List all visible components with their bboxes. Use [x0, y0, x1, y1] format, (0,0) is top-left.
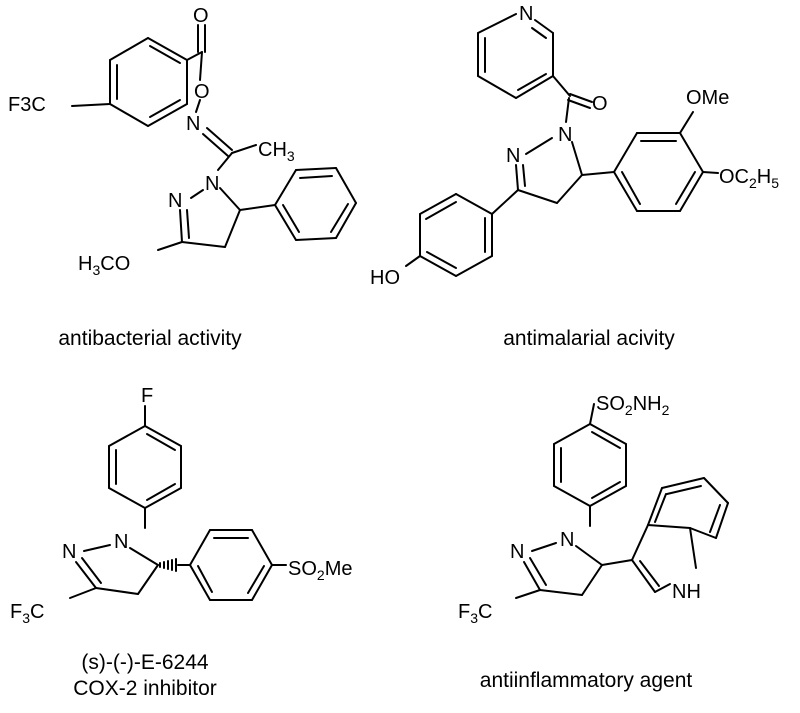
caption-antibacterial: antibacterial activity	[58, 327, 242, 350]
pyrazoline-n2-label: N	[62, 541, 76, 563]
ch3-label: CH3	[258, 139, 295, 164]
caption-antimalarial: antimalarial acivity	[503, 327, 675, 350]
methylsulfonyl-label: SO2Me	[288, 558, 353, 583]
molecule-antibacterial: F3C O O N CH3 N N H3CO	[8, 5, 357, 278]
molecule-e6244: F N N F3C	[10, 385, 353, 626]
cf3-label: F3C	[10, 601, 44, 626]
carbonyl-oxygen-label: O	[592, 93, 608, 115]
hashed-wedge-bond	[159, 558, 177, 572]
caption-e6244-name: (s)-(-)-E-6244	[81, 651, 209, 674]
caption-e6244-class: COX-2 inhibitor	[73, 677, 217, 700]
cf3-label: F3C	[8, 94, 46, 116]
oxime-nitrogen-label: N	[186, 113, 200, 135]
phenyl-ring	[274, 167, 357, 241]
caption-antiinflammatory: antiinflammatory agent	[479, 669, 693, 692]
carbonyl-oxygen-label: O	[193, 5, 209, 27]
benzene-ring	[109, 37, 188, 127]
phenol-ring	[419, 193, 493, 277]
molecule-antiinflammatory: SO2NH2 N N F3C	[458, 393, 729, 626]
ethoxy-label: OC2H5	[719, 166, 779, 191]
pyrazoline-n1-label: N	[114, 531, 128, 553]
benzene-ring	[189, 529, 273, 601]
sulfonamide-label: SO2NH2	[596, 393, 670, 418]
pyrazoline-n1-label: N	[560, 529, 574, 551]
methoxy-label: OMe	[686, 87, 729, 109]
pyrazoline-n1-label: N	[205, 173, 219, 195]
pyrazoline-n2-label: N	[506, 145, 520, 167]
pyridine-nitrogen-label: N	[519, 3, 533, 25]
benzene-ring	[613, 132, 704, 212]
methoxy-label: H3CO	[78, 253, 130, 278]
pyridine-ring	[477, 13, 554, 99]
fluorophenyl-ring	[108, 425, 182, 509]
indole-nh-label: NH	[672, 581, 701, 603]
cf3-label: F3C	[458, 601, 492, 626]
fluorine-label: F	[141, 385, 153, 407]
hydroxyl-label: HO	[370, 267, 400, 289]
molecule-antimalarial: N O N N	[370, 3, 779, 289]
ester-oxygen-label: O	[194, 81, 210, 103]
indole-ring	[631, 477, 729, 593]
pyrazoline-n2-label: N	[168, 190, 182, 212]
benzene-ring	[553, 423, 627, 507]
pyrazoline-n1-label: N	[558, 124, 572, 146]
pyrazoline-n2-label: N	[510, 541, 524, 563]
